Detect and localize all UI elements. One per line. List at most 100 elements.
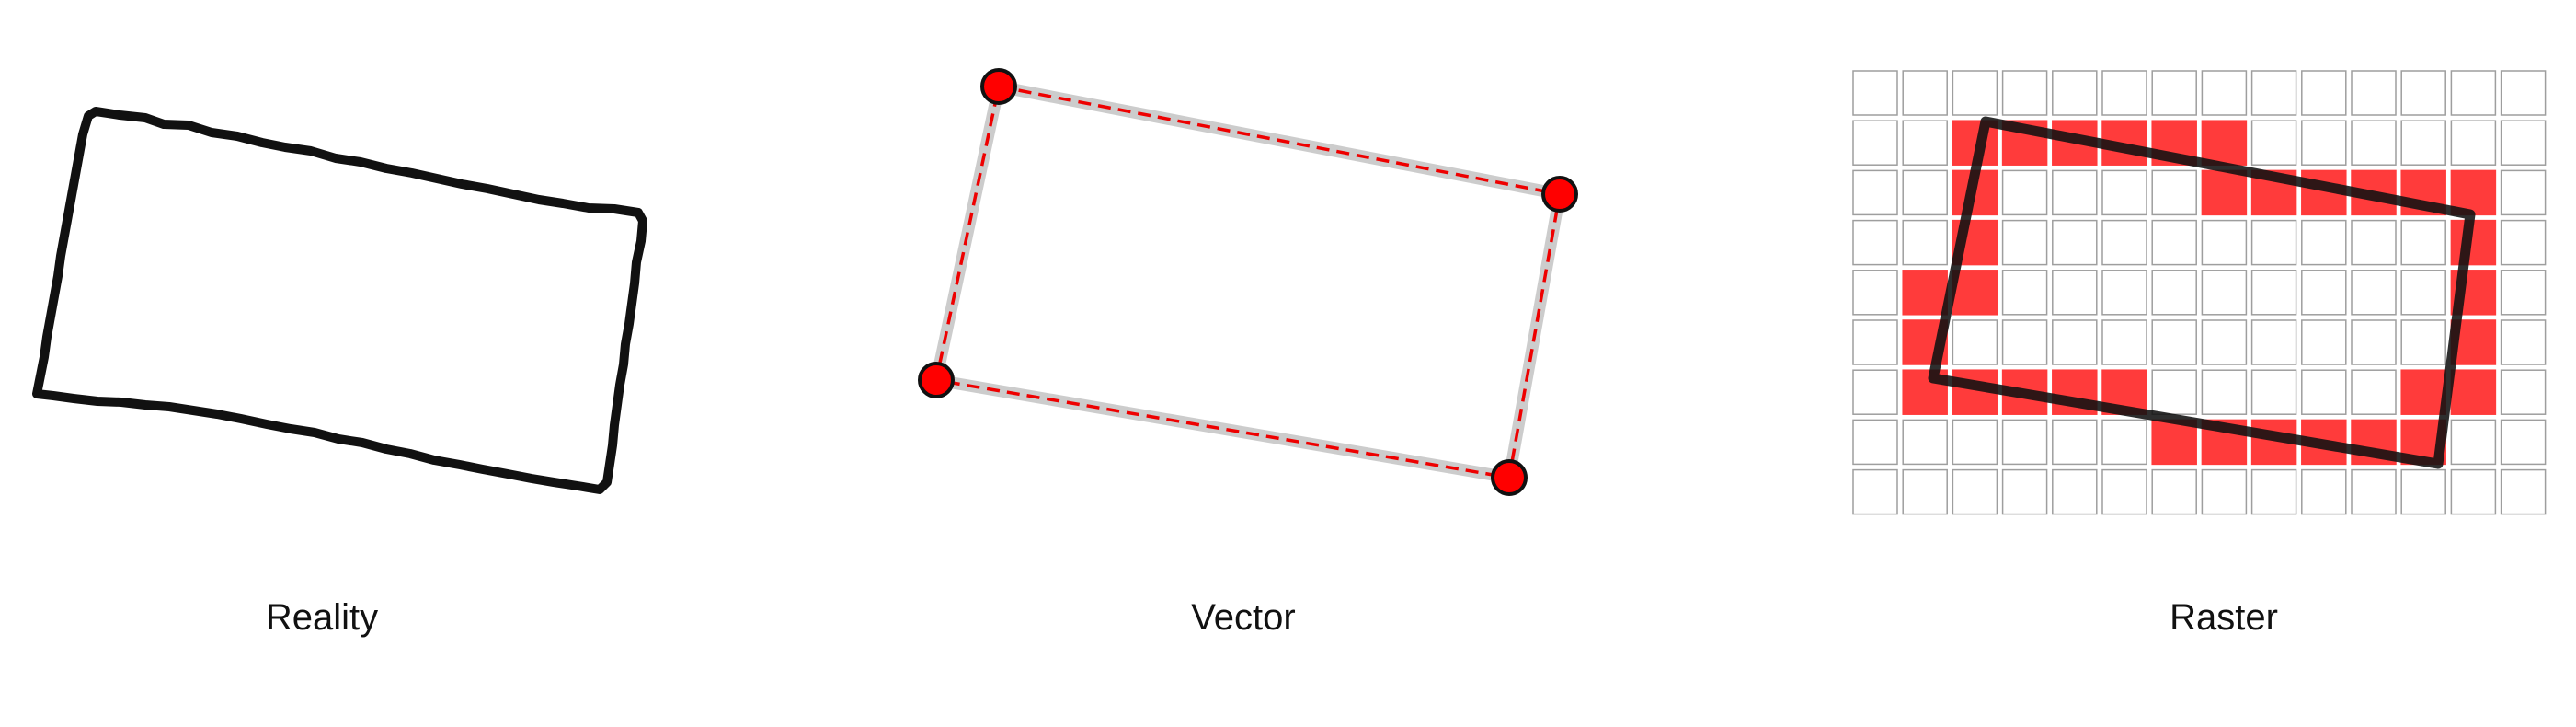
vector-vertex-bottom-right — [1491, 459, 1528, 496]
raster-cell-empty — [2250, 369, 2297, 415]
raster-cell-empty — [2400, 270, 2446, 316]
raster-cell-empty — [2250, 70, 2297, 116]
raster-cell-filled — [2450, 369, 2497, 415]
raster-cell-empty — [2001, 419, 2048, 466]
raster-cell-empty — [1952, 468, 1998, 515]
raster-cell-empty — [2351, 369, 2397, 415]
raster-cell-empty — [2400, 120, 2446, 166]
raster-cell-empty — [2301, 219, 2347, 266]
raster-cell-empty — [2351, 468, 2397, 515]
raster-cell-empty — [2351, 270, 2397, 316]
raster-cell-empty — [2301, 70, 2347, 116]
vector-vertex-top-right — [1541, 176, 1578, 213]
raster-cell-empty — [2001, 319, 2048, 365]
raster-cell-empty — [2101, 270, 2147, 316]
raster-cell-empty — [2250, 219, 2297, 266]
raster-cell-empty — [1902, 120, 1948, 166]
raster-cell-empty — [1902, 468, 1948, 515]
raster-cell-empty — [2052, 169, 2098, 216]
raster-cell-empty — [2201, 70, 2248, 116]
raster-cell-empty — [1902, 419, 1948, 466]
reality-panel: Reality — [32, 107, 647, 638]
vector-vertex-top-left — [980, 68, 1017, 105]
raster-cell-empty — [2500, 169, 2547, 216]
raster-cell-empty — [2201, 468, 2248, 515]
raster-cell-empty — [1852, 419, 1898, 466]
raster-cell-empty — [2201, 270, 2248, 316]
raster-panel: Raster — [1852, 70, 2547, 638]
raster-cell-empty — [2052, 70, 2098, 116]
raster-cell-empty — [1852, 369, 1898, 415]
raster-cell-empty — [2250, 120, 2297, 166]
raster-cell-empty — [1902, 169, 1948, 216]
raster-cell-empty — [2151, 319, 2197, 365]
raster-cell-empty — [2500, 369, 2547, 415]
raster-cell-empty — [2101, 219, 2147, 266]
raster-cell-empty — [2001, 219, 2048, 266]
reality-rectangle-outline — [32, 107, 647, 494]
raster-cell-empty — [2400, 70, 2446, 116]
raster-cell-empty — [2052, 468, 2098, 515]
raster-cell-empty — [1852, 270, 1898, 316]
raster-cell-empty — [2250, 468, 2297, 515]
raster-cell-empty — [1852, 70, 1898, 116]
raster-grid — [1852, 70, 2547, 515]
raster-cell-empty — [1852, 468, 1898, 515]
raster-cell-empty — [2500, 319, 2547, 365]
raster-cell-empty — [2101, 319, 2147, 365]
raster-cell-filled — [1952, 270, 1998, 316]
raster-cell-empty — [2001, 70, 2048, 116]
raster-cell-empty — [2400, 468, 2446, 515]
raster-cell-empty — [2151, 270, 2197, 316]
raster-cell-filled — [2400, 369, 2446, 415]
raster-cell-empty — [2301, 270, 2347, 316]
raster-cell-empty — [2301, 319, 2347, 365]
raster-cell-empty — [2500, 70, 2547, 116]
reality-label: Reality — [266, 597, 378, 638]
raster-cell-empty — [2301, 120, 2347, 166]
raster-cell-empty — [2001, 169, 2048, 216]
raster-cell-empty — [2250, 270, 2297, 316]
raster-cell-empty — [2301, 369, 2347, 415]
raster-cell-empty — [1902, 219, 1948, 266]
raster-cell-empty — [2151, 369, 2197, 415]
raster-cell-empty — [2001, 270, 2048, 316]
raster-cell-empty — [2201, 319, 2248, 365]
raster-cell-filled — [2201, 120, 2248, 166]
vector-panel: Vector — [918, 68, 1578, 638]
raster-cell-empty — [2151, 70, 2197, 116]
vector-vertex-bottom-left — [918, 362, 955, 398]
vector-label: Vector — [1191, 597, 1295, 638]
raster-cell-empty — [2400, 319, 2446, 365]
raster-cell-empty — [2001, 468, 2048, 515]
raster-cell-empty — [2101, 468, 2147, 515]
raster-cell-empty — [1952, 419, 1998, 466]
raster-cell-empty — [2500, 120, 2547, 166]
raster-cell-empty — [1852, 120, 1898, 166]
raster-cell-empty — [2500, 468, 2547, 515]
vector-ghost-outline — [930, 80, 1566, 484]
raster-cell-empty — [2500, 270, 2547, 316]
raster-cell-empty — [2052, 270, 2098, 316]
raster-cell-empty — [2201, 369, 2248, 415]
raster-cell-empty — [2450, 70, 2497, 116]
raster-cell-filled — [2151, 419, 2197, 466]
raster-cell-empty — [1852, 219, 1898, 266]
raster-cell-empty — [2351, 70, 2397, 116]
raster-cell-empty — [1952, 70, 1998, 116]
raster-cell-empty — [2450, 419, 2497, 466]
raster-cell-empty — [2101, 419, 2147, 466]
raster-rectangle-overlay — [1928, 116, 2476, 469]
raster-cell-empty — [2201, 219, 2248, 266]
raster-cell-empty — [2450, 468, 2497, 515]
raster-cell-empty — [2101, 169, 2147, 216]
raster-cell-empty — [2101, 70, 2147, 116]
raster-cell-empty — [2351, 319, 2397, 365]
raster-cell-empty — [2500, 219, 2547, 266]
vector-edges — [933, 84, 1563, 480]
raster-cell-empty — [1902, 70, 1948, 116]
raster-cell-empty — [2151, 169, 2197, 216]
raster-cell-filled — [1902, 270, 1948, 316]
raster-cell-empty — [2052, 319, 2098, 365]
